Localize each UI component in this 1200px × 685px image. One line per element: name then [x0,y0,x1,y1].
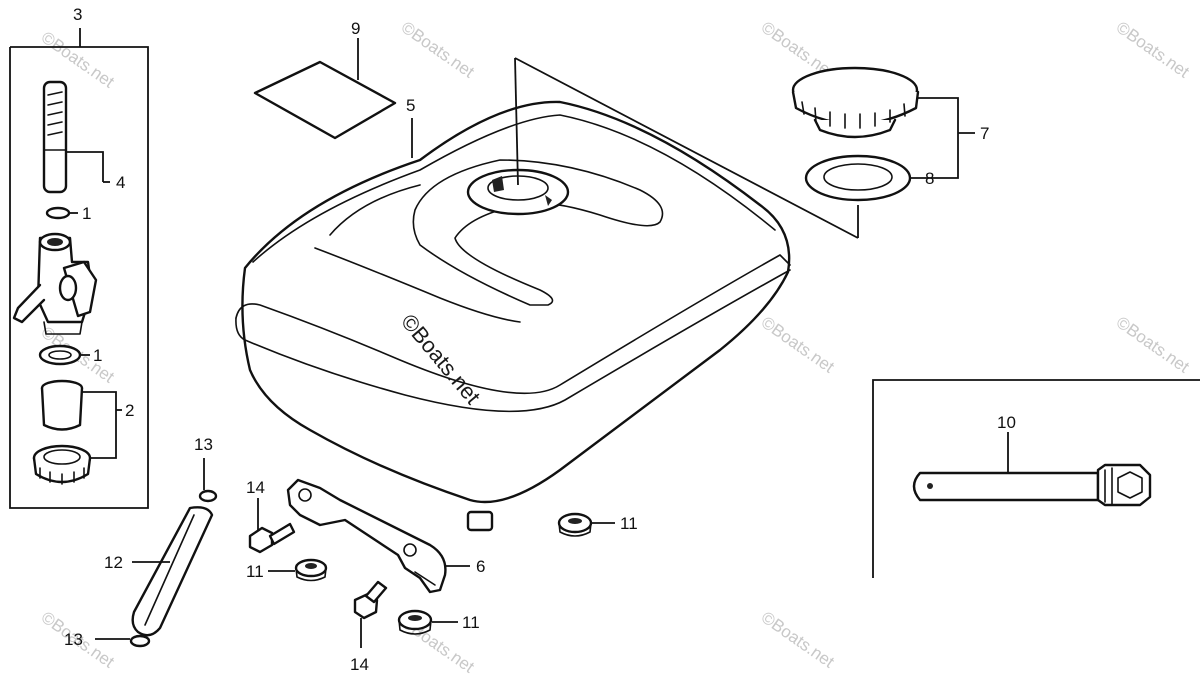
callout-10: 10 [997,413,1016,432]
callout-14: 14 [246,478,265,497]
leader-line [82,391,117,459]
watermark: ©Boats.net [398,18,478,82]
tube-clip [198,489,218,503]
spark-plug-wrench [912,463,1152,507]
fuel-strainer-screen [42,80,68,194]
fuel-tank [235,57,859,532]
watermark: ©Boats.net [758,608,838,672]
watermark: ©Boats.net [1113,18,1193,82]
reference-line [514,57,859,239]
fuel-cap [791,66,920,139]
callout-5: 5 [406,96,415,115]
callout-2: 2 [125,401,134,420]
group-frame [9,46,149,509]
callout-12: 12 [104,553,123,572]
callout-1: 1 [93,346,102,365]
gasket [38,344,82,366]
bolt-lower [353,580,388,620]
callout-7: 7 [980,124,989,143]
grommet-lower [397,609,433,635]
cap-gasket [804,154,912,202]
reference-line [514,57,519,186]
tube-clip [129,634,151,648]
callout-9: 9 [351,19,360,38]
filter-cup [40,379,84,431]
fuel-tube [131,506,214,637]
callout-1: 1 [82,204,91,223]
callout-11: 11 [620,514,638,533]
leader-line [66,151,104,182]
callout-13: 13 [64,630,83,649]
callout-14: 14 [350,655,369,674]
callout-11: 11 [462,613,480,632]
bolt-upper [248,522,296,554]
o-ring-small [45,206,71,220]
callout-4: 4 [116,173,125,192]
grommet-middle [294,558,328,582]
fuel-valve-body [12,232,98,335]
watermark: ©Boats.net [758,313,838,377]
callout-labels: 3 4 1 1 2 9 5 7 8 10 13 13 12 14 14 11 1… [64,5,1016,674]
label-plate [253,38,397,140]
callout-6: 6 [476,557,485,576]
tool-box-frame [872,379,1200,578]
callout-11: 11 [246,562,264,581]
grommet-right [557,512,593,537]
callout-3: 3 [73,5,82,24]
tank-bracket [286,478,447,594]
fuel-cock-group [9,28,149,509]
cup-nut [32,444,92,485]
callout-8: 8 [925,169,934,188]
callout-13: 13 [194,435,213,454]
watermark: ©Boats.net [1113,313,1193,377]
leader-line [910,97,959,179]
